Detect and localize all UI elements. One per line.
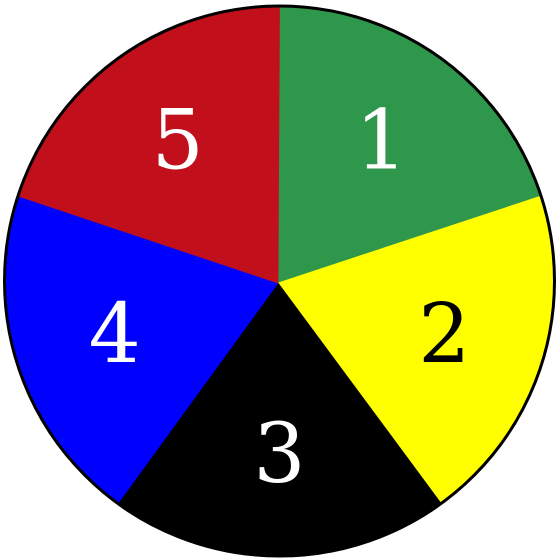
sector-label-1: 1 [355,93,407,188]
sector-label-4: 4 [89,287,141,382]
sector-label-3: 3 [253,407,305,502]
sector-label-2: 2 [418,287,470,382]
spinner-outline [3,4,556,558]
sector-label-5: 5 [152,93,204,188]
spinner-labels: 1 2 3 4 5 [89,93,471,502]
spinner-sectors [4,5,555,557]
